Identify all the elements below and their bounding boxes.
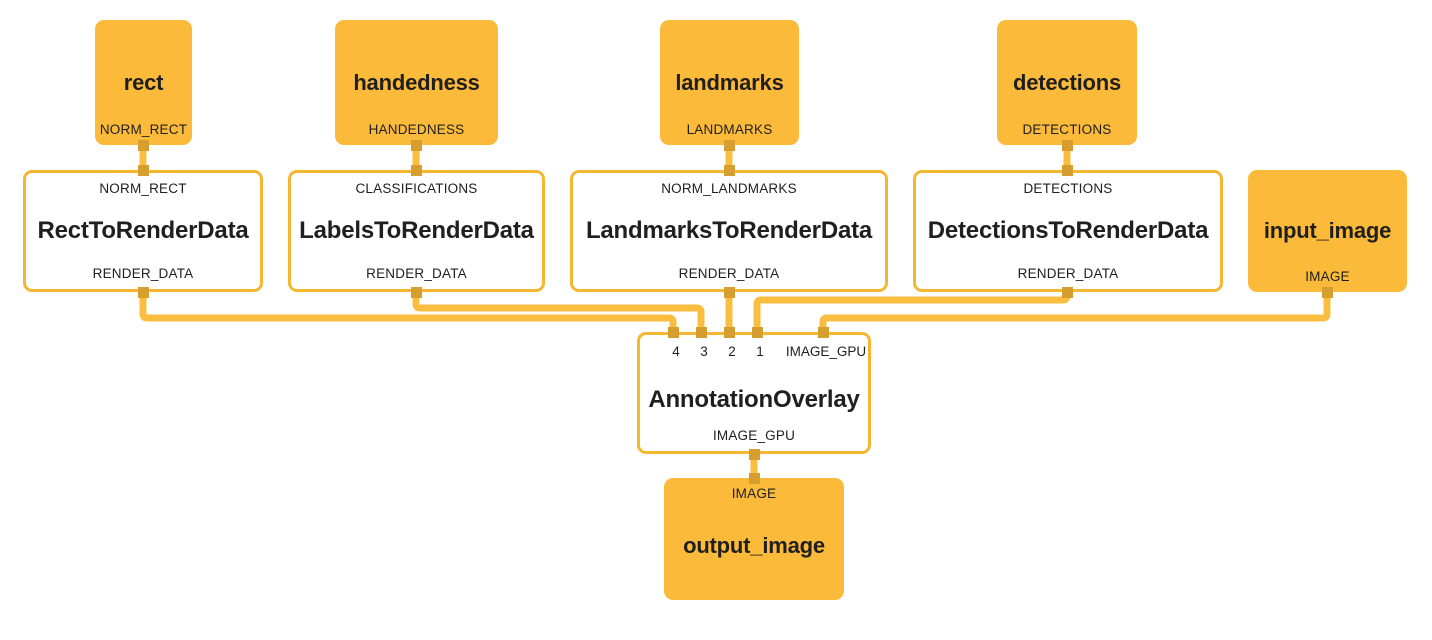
node-annotation-overlay-input-ports: 4 3 2 1 IMAGE_GPU bbox=[640, 344, 868, 362]
input-port-label-image-gpu: IMAGE_GPU bbox=[785, 344, 867, 359]
node-landmarks[interactable]: landmarks LANDMARKS bbox=[660, 20, 799, 145]
node-detectionstorenderdata-title: DetectionsToRenderData bbox=[927, 217, 1209, 244]
connector-labelstorenderdata-out bbox=[411, 287, 422, 298]
connector-recttorenderdata-out bbox=[138, 287, 149, 298]
node-recttorenderdata-title: RectToRenderData bbox=[37, 217, 249, 244]
node-detectionstorenderdata-output-port-label: RENDER_DATA bbox=[1017, 266, 1119, 281]
connector-rect-out bbox=[138, 140, 149, 151]
node-labelstorenderdata-output-port-label: RENDER_DATA bbox=[366, 266, 467, 281]
node-input-image-output-port-label: IMAGE bbox=[1305, 269, 1350, 284]
connector-handedness-out bbox=[411, 140, 422, 151]
connector-overlay-in-2 bbox=[724, 327, 735, 338]
node-recttorenderdata-output-port-label: RENDER_DATA bbox=[92, 266, 194, 281]
node-rect[interactable]: rect NORM_RECT bbox=[95, 20, 192, 145]
input-port-label-3: 3 bbox=[700, 344, 708, 359]
connector-overlay-in-3 bbox=[696, 327, 707, 338]
connector-landmarks-out bbox=[724, 140, 735, 151]
connector-overlay-in-1 bbox=[752, 327, 763, 338]
connector-detectionstorenderdata-in bbox=[1062, 165, 1073, 176]
input-port-label-1: 1 bbox=[756, 344, 764, 359]
node-annotation-overlay[interactable]: 4 3 2 1 IMAGE_GPU AnnotationOverlay IMAG… bbox=[637, 332, 871, 454]
node-input-image[interactable]: input_image IMAGE bbox=[1248, 170, 1407, 292]
connector-overlay-out bbox=[749, 449, 760, 460]
node-annotation-overlay-title: AnnotationOverlay bbox=[648, 386, 860, 413]
edge-recttorenderdata-to-overlay-4 bbox=[139, 292, 677, 338]
connector-input-image-out bbox=[1322, 287, 1333, 298]
node-detections-title: detections bbox=[1012, 69, 1122, 95]
node-landmarks-output-port-label: LANDMARKS bbox=[686, 122, 773, 137]
node-output-image[interactable]: IMAGE output_image bbox=[664, 478, 844, 600]
node-landmarkstorenderdata-title: LandmarksToRenderData bbox=[585, 217, 873, 244]
connector-landmarkstorenderdata-in bbox=[724, 165, 735, 176]
node-recttorenderdata[interactable]: NORM_RECT RectToRenderData RENDER_DATA bbox=[23, 170, 263, 292]
node-output-image-input-port-label: IMAGE bbox=[731, 486, 777, 501]
node-landmarks-title: landmarks bbox=[675, 69, 784, 95]
node-labelstorenderdata-title: LabelsToRenderData bbox=[299, 217, 534, 244]
input-port-label-4: 4 bbox=[672, 344, 680, 359]
input-port-label-2: 2 bbox=[728, 344, 736, 359]
connector-landmarkstorenderdata-out bbox=[724, 287, 735, 298]
node-rect-output-port-label: NORM_RECT bbox=[99, 122, 188, 137]
node-landmarkstorenderdata-output-port-label: RENDER_DATA bbox=[678, 266, 780, 281]
node-labelstorenderdata[interactable]: CLASSIFICATIONS LabelsToRenderData RENDE… bbox=[288, 170, 545, 292]
connector-output-image-in bbox=[749, 473, 760, 484]
node-recttorenderdata-input-port-label: NORM_RECT bbox=[99, 181, 187, 196]
node-detectionstorenderdata-input-port-label: DETECTIONS bbox=[1023, 181, 1113, 196]
node-input-image-title: input_image bbox=[1263, 218, 1392, 243]
connector-overlay-in-4 bbox=[668, 327, 679, 338]
node-handedness-output-port-label: HANDEDNESS bbox=[368, 122, 465, 137]
connector-labelstorenderdata-in bbox=[411, 165, 422, 176]
node-detections[interactable]: detections DETECTIONS bbox=[997, 20, 1137, 145]
node-handedness[interactable]: handedness HANDEDNESS bbox=[335, 20, 498, 145]
node-detectionstorenderdata[interactable]: DETECTIONS DetectionsToRenderData RENDER… bbox=[913, 170, 1223, 292]
connector-detections-out bbox=[1062, 140, 1073, 151]
connector-detectionstorenderdata-out bbox=[1062, 287, 1073, 298]
node-landmarkstorenderdata-input-port-label: NORM_LANDMARKS bbox=[661, 181, 797, 196]
connector-overlay-in-image-gpu bbox=[818, 327, 829, 338]
node-annotation-overlay-output-port-label: IMAGE_GPU bbox=[712, 428, 796, 443]
node-rect-title: rect bbox=[123, 69, 164, 95]
connector-recttorenderdata-in bbox=[138, 165, 149, 176]
node-detections-output-port-label: DETECTIONS bbox=[1022, 122, 1112, 137]
node-labelstorenderdata-input-port-label: CLASSIFICATIONS bbox=[355, 181, 478, 196]
node-landmarkstorenderdata[interactable]: NORM_LANDMARKS LandmarksToRenderData REN… bbox=[570, 170, 888, 292]
node-handedness-title: handedness bbox=[353, 69, 480, 95]
node-output-image-title: output_image bbox=[683, 533, 825, 558]
edge-inputimage-to-overlay-imagegpu bbox=[819, 292, 1331, 338]
